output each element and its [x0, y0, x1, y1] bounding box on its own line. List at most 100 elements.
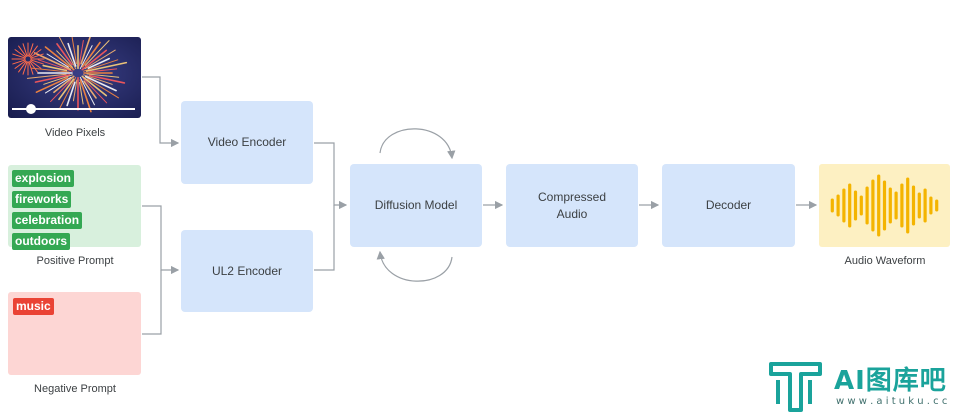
positive-prompt-box: explosion fireworks celebration outdoors — [8, 165, 141, 250]
negative-prompt-box: music — [8, 292, 141, 375]
firework-spark — [14, 60, 27, 69]
wire-positive-to-ul2 — [142, 205, 180, 275]
firework-spark — [29, 45, 38, 58]
firework-spark — [12, 53, 26, 59]
waveform-bar — [906, 177, 910, 234]
watermark-title: AI图库吧 — [834, 366, 947, 396]
firework-spark — [43, 74, 73, 85]
firework-spark — [58, 37, 77, 70]
waveform-bar — [929, 196, 933, 215]
firework-spark — [14, 49, 27, 58]
firework-spark — [18, 45, 27, 58]
firework-spark — [34, 74, 71, 83]
firework-spark — [30, 67, 70, 73]
firework-spark — [81, 49, 108, 71]
video-pixels-caption: Video Pixels — [44, 127, 106, 139]
firework-spark — [44, 46, 75, 71]
waveform-bar — [911, 185, 916, 226]
firework-spark — [80, 37, 91, 65]
firework-spark — [56, 50, 74, 68]
firework-spark — [26, 73, 67, 79]
t-logo-icon — [769, 362, 822, 412]
firework-spark — [84, 40, 110, 66]
firework-spark — [72, 79, 78, 102]
waveform-bar — [877, 174, 881, 237]
waveform-bar — [859, 195, 863, 216]
video-thumbnail — [8, 37, 141, 118]
fireworks-image — [8, 37, 141, 118]
negative-prompt-caption: Negative Prompt — [34, 383, 116, 395]
waveform-bar — [842, 188, 846, 223]
firework-spark — [83, 80, 97, 99]
compressed-audio-node: Compressed Audio — [506, 164, 638, 247]
negative-tag: music — [13, 298, 54, 315]
firework-spark — [46, 53, 69, 68]
firework-spark — [58, 78, 75, 101]
firework-spark — [37, 59, 73, 72]
firework-spark — [81, 75, 108, 97]
video-scrubber-handle — [26, 104, 36, 114]
firework-spark — [30, 59, 44, 65]
positive-tag: celebration — [12, 212, 83, 229]
waveform-bar — [935, 199, 939, 212]
firework-spark — [87, 78, 119, 99]
waveform-icon — [830, 174, 939, 237]
waveform-bar — [888, 187, 892, 224]
firework-spark — [33, 52, 72, 71]
waveform-bar — [830, 198, 834, 213]
firework-spark — [29, 49, 42, 58]
positive-tag: outdoors — [12, 233, 70, 250]
firework-spark — [82, 78, 108, 104]
wire-negative-to-ul2 — [142, 270, 162, 335]
firework-spark — [50, 80, 72, 103]
loop-arrow-top — [379, 128, 456, 160]
firework-spark — [44, 76, 72, 94]
firework-spark — [18, 60, 27, 73]
waveform-bar — [900, 183, 904, 228]
firework-spark — [22, 43, 28, 57]
wire-video-to-encoder — [142, 76, 180, 148]
firework-spark — [30, 53, 44, 59]
firework-spark — [88, 74, 126, 84]
firework-spark — [71, 37, 77, 64]
audio-waveform-box — [819, 164, 950, 247]
negative-tag-list: music — [13, 297, 136, 318]
firework-spark — [79, 79, 92, 113]
firework-spark — [78, 39, 84, 67]
ul2-encoder-node: UL2 Encoder — [181, 230, 313, 312]
firework-spark — [86, 73, 120, 78]
positive-tag: fireworks — [12, 191, 72, 208]
firework-spark — [79, 45, 93, 70]
firework-spark — [84, 49, 116, 70]
firework-spark — [81, 41, 101, 68]
firework-spark — [66, 81, 76, 107]
firework-spark — [83, 74, 113, 85]
loop-arrow-bottom — [376, 250, 453, 282]
decoder-node: Decoder — [662, 164, 795, 247]
positive-tag: explosion — [12, 170, 75, 187]
wire-ul2-to-diffusion — [314, 205, 335, 271]
waveform-bar — [871, 179, 875, 232]
positive-prompt-caption: Positive Prompt — [36, 255, 114, 267]
firework-spark — [29, 60, 38, 73]
firework-spark — [58, 76, 77, 110]
firework-spark — [84, 75, 117, 92]
firework-spark — [79, 82, 84, 105]
firework-spark — [28, 61, 34, 75]
firework-spark — [79, 76, 95, 106]
firework-spark — [67, 42, 77, 67]
diffusion-model-node: Diffusion Model — [350, 164, 482, 247]
waveform-bar — [836, 194, 840, 217]
watermark-logo — [768, 360, 828, 415]
waveform-bar — [865, 186, 869, 225]
firework-spark — [89, 68, 118, 73]
video-encoder-node: Video Encoder — [181, 101, 313, 184]
firework-spark — [22, 61, 28, 75]
firework-spark — [29, 60, 42, 69]
waveform-bar — [848, 183, 852, 228]
firework-spark — [83, 59, 119, 72]
wire-video-encoder-to-diffusion — [314, 142, 348, 210]
firework-spark — [35, 76, 69, 94]
waveform-bar — [853, 190, 858, 221]
